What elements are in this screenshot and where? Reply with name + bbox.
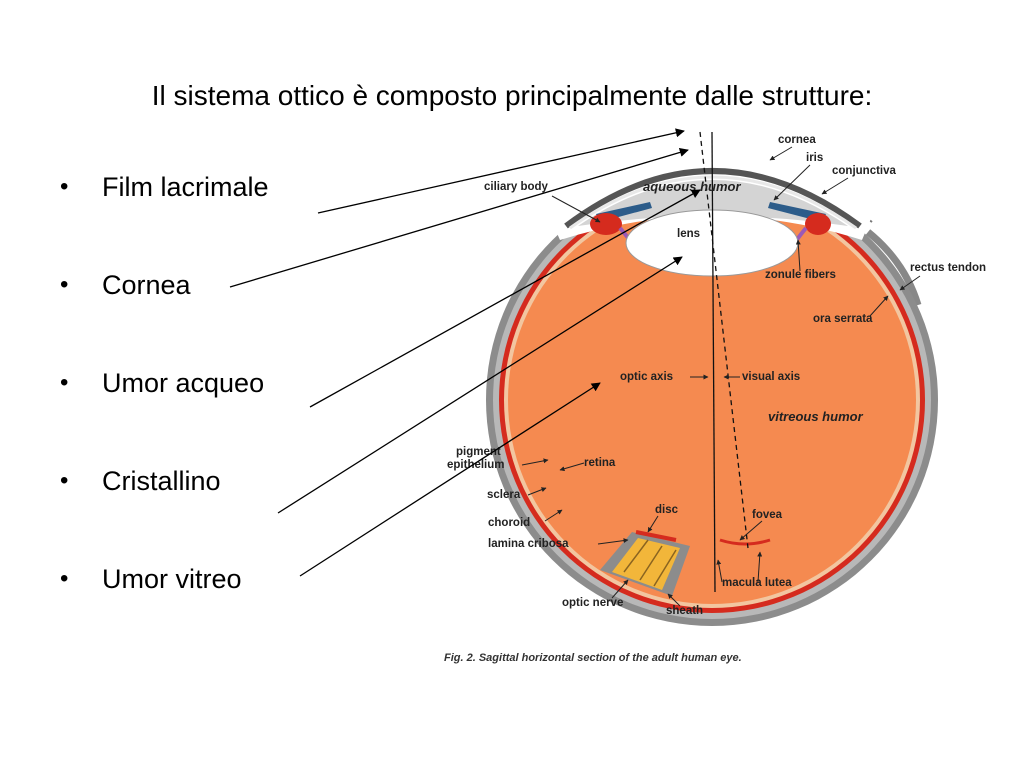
- label-choroid: choroid: [488, 517, 530, 529]
- label-disc: disc: [655, 504, 679, 516]
- optic-axis-line: [711, 131, 716, 593]
- label-lamina-cribosa: lamina cribosa: [488, 538, 569, 550]
- optic-nerve-fibers: [623, 539, 677, 587]
- bullet-cornea: • Cornea: [60, 261, 269, 359]
- label-optic-axis: optic axis: [620, 371, 673, 383]
- label-aqueous-humor: aqueous humor: [643, 179, 741, 194]
- bullet-label: Cristallino: [102, 466, 221, 496]
- disc-shape: [635, 530, 677, 542]
- bullet-label: Cornea: [102, 270, 191, 300]
- visual-axis-line: [699, 131, 749, 549]
- ciliary-body-left-shape: [590, 213, 622, 235]
- bullet-label: Umor vitreo: [102, 564, 242, 594]
- label-fovea: fovea: [752, 509, 783, 521]
- bullet-film-lacrimale: • Film lacrimale: [60, 163, 269, 261]
- bullet-umor-vitreo: • Umor vitreo: [60, 555, 269, 653]
- label-zonule-fibers: zonule fibers: [765, 269, 836, 281]
- bullet-dot: •: [60, 565, 69, 592]
- bullet-label: Film lacrimale: [102, 172, 269, 202]
- bullet-dot: •: [60, 467, 69, 494]
- ciliary-body-right-shape: [805, 213, 831, 235]
- label-vitreous-humor: vitreous humor: [768, 409, 864, 424]
- pointer-umor-acqueo: [309, 189, 701, 408]
- bullet-label: Umor acqueo: [102, 368, 265, 398]
- pointer-film-lacrimale: [317, 128, 685, 214]
- label-retina: retina: [584, 457, 616, 469]
- label-optic-nerve: optic nerve: [562, 597, 623, 609]
- label-macula-lutea: macula lutea: [722, 577, 792, 589]
- bullet-umor-acqueo: • Umor acqueo: [60, 359, 269, 457]
- slide-title: Il sistema ottico è composto principalme…: [151, 80, 873, 111]
- label-conjunctiva: conjunctiva: [832, 165, 897, 177]
- pointer-cornea: [229, 147, 689, 288]
- label-lens: lens: [677, 228, 700, 240]
- fovea-shape: [719, 538, 771, 546]
- label-sheath: sheath: [666, 605, 703, 617]
- label-ciliary-body: ciliary body: [484, 181, 549, 193]
- label-cornea: cornea: [778, 134, 816, 146]
- optic-nerve-shape: [612, 538, 680, 590]
- vitreous-humor-shape: [508, 196, 916, 604]
- label-rectus-tendon: rectus tendon: [910, 262, 986, 274]
- diagram-leader-lines: [521, 146, 921, 607]
- label-epithelium: epithelium: [447, 459, 505, 471]
- pointer-umor-vitreo: [299, 382, 601, 577]
- label-ora-serrata: ora serrata: [813, 313, 873, 325]
- bullet-dot: •: [60, 271, 69, 298]
- label-iris: iris: [806, 152, 823, 164]
- figure-caption: Fig. 2. Sagittal horizontal section of t…: [444, 652, 742, 664]
- label-sclera: sclera: [487, 489, 521, 501]
- label-visual-axis: visual axis: [742, 371, 800, 383]
- bullet-dot: •: [60, 369, 69, 396]
- pointer-cristallino: [277, 256, 683, 514]
- rectus-tendon-shape: [865, 229, 922, 307]
- bullet-list: • Film lacrimale • Cornea • Umor acqueo • Cr…: [60, 163, 269, 653]
- bullet-dot: •: [60, 173, 69, 200]
- bullet-cristallino: • Cristallino: [60, 457, 269, 555]
- label-pigment: pigment: [456, 446, 501, 458]
